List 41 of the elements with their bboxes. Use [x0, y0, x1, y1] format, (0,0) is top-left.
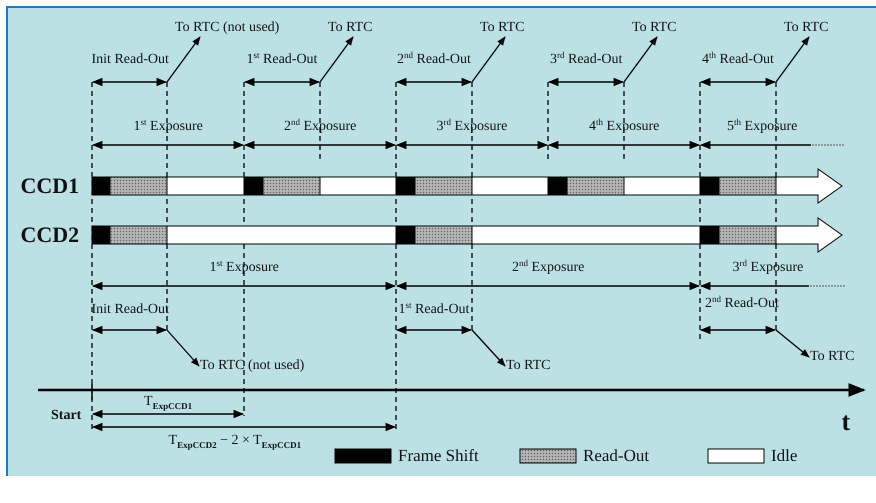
destination-label: To RTC	[632, 20, 676, 36]
arrow	[166, 330, 200, 367]
annotation-text: 1$^{st}$ Read-Out	[398, 302, 470, 318]
destination-label: To RTC	[480, 20, 524, 36]
annotation-text: 5$^{th}$ Exposure	[727, 119, 798, 135]
annotation-text: 3$^{rd}$ Read-Out	[550, 52, 622, 68]
annotation-text: 1$^{st}$ Read-Out	[246, 52, 318, 68]
legend-label: Frame Shift	[398, 446, 479, 466]
annotation-text: 4$^{th}$ Exposure	[589, 119, 660, 135]
destination-label: To RTC (not used)	[200, 358, 304, 374]
annotation-text: 2$^{nd}$ Exposure	[512, 260, 584, 276]
legend-label: Idle	[771, 446, 798, 466]
arrow	[472, 330, 506, 367]
legend-label: Read-Out	[583, 446, 650, 466]
annotation-text: Init Read-Out	[92, 302, 169, 318]
annotation-text: 2$^{nd}$ Exposure	[284, 119, 356, 135]
annotation-text: T$_{ExpCCD1}$	[144, 394, 192, 410]
destination-label: To RTC	[506, 358, 550, 374]
annotation-text: 4$^{th}$ Read-Out	[702, 52, 774, 68]
arrow	[166, 36, 201, 82]
destination-label: To RTC	[328, 20, 372, 36]
annotation-text: Start	[51, 408, 82, 424]
annotation-text: T$_{ExpCCD2}$ − 2 × T$_{ExpCCD1}$	[168, 433, 302, 449]
destination-label: To RTC	[784, 20, 828, 36]
arrow	[775, 36, 810, 82]
annotation-text: 2$^{nd}$ Read-Out	[397, 52, 471, 68]
annotation-text: 3$^{rd}$ Exposure	[732, 260, 804, 276]
row-label: CCD1	[20, 174, 80, 198]
annotation-text: 1$^{st}$ Exposure	[210, 260, 279, 276]
arrow	[471, 36, 506, 82]
annotation-text: 3$^{rd}$ Exposure	[436, 119, 508, 135]
destination-label: To RTC	[810, 349, 854, 365]
destination-label: To RTC (not used)	[175, 20, 280, 36]
axis-label: t	[842, 408, 850, 436]
arrow	[319, 36, 354, 82]
row-label: CCD2	[20, 223, 80, 247]
annotation-text: 1$^{st}$ Exposure	[134, 119, 203, 135]
arrow	[776, 330, 810, 358]
annotation-text: Init Read-Out	[92, 52, 169, 68]
annotation-text: 2$^{nd}$ Read-Out	[705, 296, 779, 312]
arrow	[623, 36, 658, 82]
